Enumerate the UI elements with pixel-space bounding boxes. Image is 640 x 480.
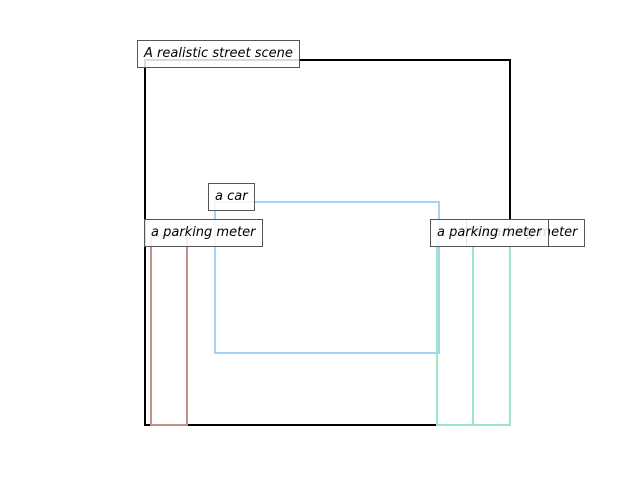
car-label: a car — [208, 183, 255, 211]
parking-meter-box-right-2 — [472, 235, 511, 426]
parking-meter-box-left — [150, 235, 188, 426]
parking-meter-label-right-1: a parking meter — [430, 219, 549, 247]
parking-meter-label-left: a parking meter — [144, 219, 263, 247]
car-box — [214, 201, 440, 354]
scene-caption: A realistic street scene — [137, 40, 300, 68]
